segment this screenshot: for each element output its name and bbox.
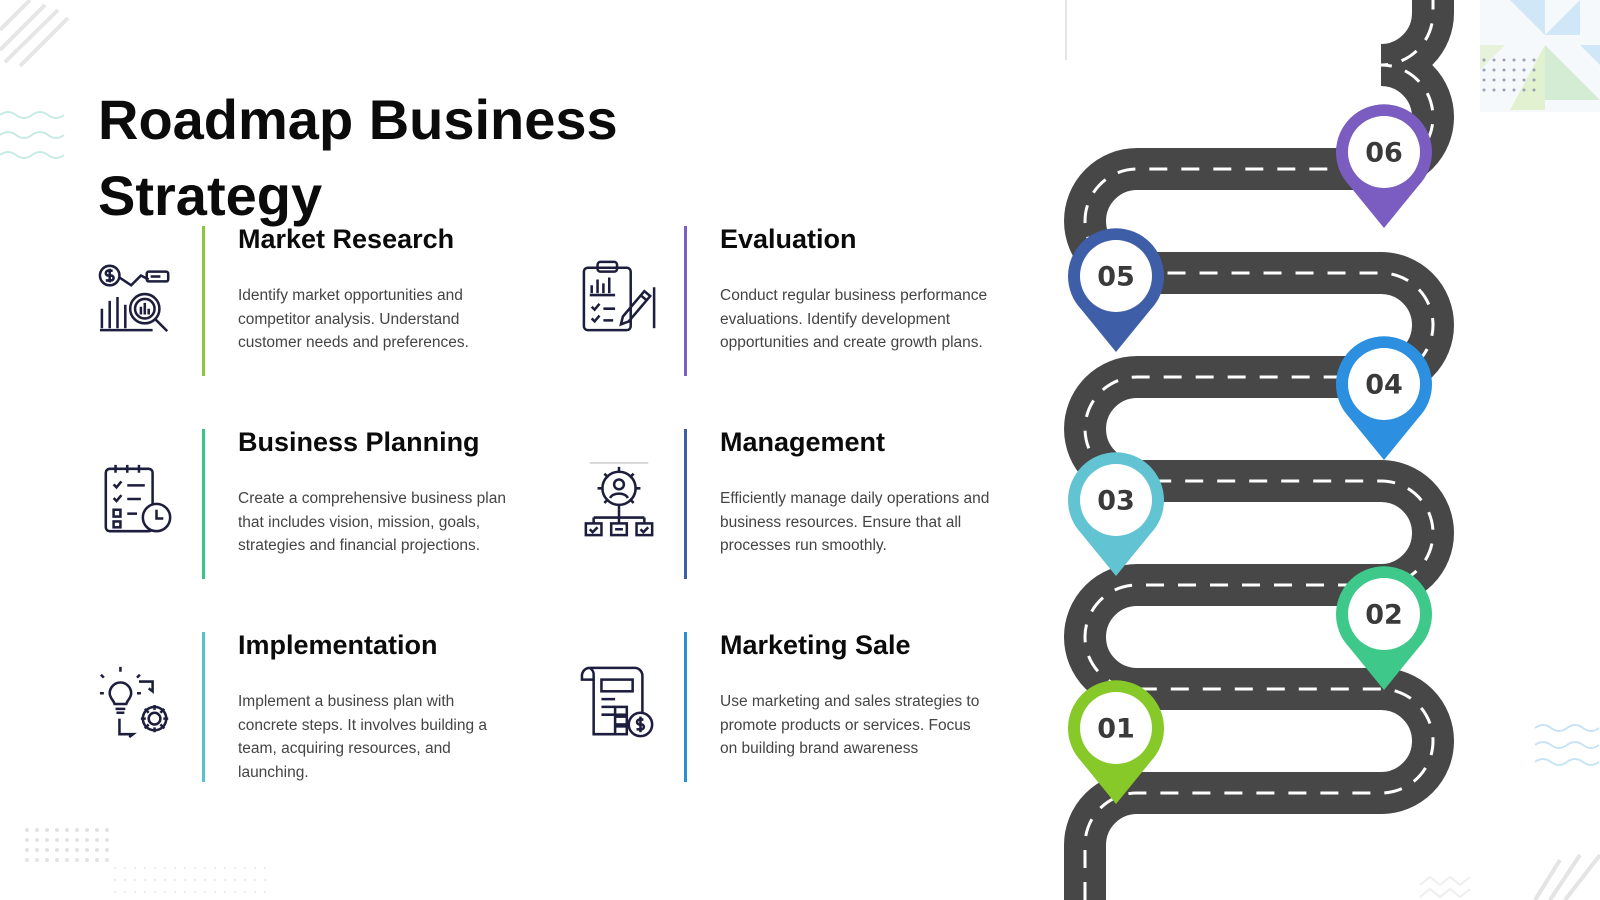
title-line-2: Strategy [98,164,323,227]
pin-inner-circle [1080,464,1152,536]
pin-inner-circle [1348,578,1420,650]
card-description: Implement a business plan with concrete … [238,693,487,781]
card-heading: Evaluation [720,224,857,254]
pin-number-label: 05 [1097,262,1135,293]
card-market-research: Market Research Identify market opportun… [98,224,538,376]
milestone-pin-05: 05 [1068,228,1164,352]
card-heading: Business Planning [238,427,480,457]
card-accent-bar [684,226,687,376]
card-description: Conduct regular business performance eva… [720,287,988,351]
milestone-pin-01: 01 [1068,680,1164,804]
bottom-chevron-decoration [1419,875,1471,899]
clipboard-chart-icon [582,260,656,332]
checklist-clock-icon [104,464,172,533]
pin-inner-circle [1348,116,1420,188]
small-dot-grid-decoration [113,866,267,894]
card-accent-bar [202,226,205,376]
pin-inner-circle [1348,348,1420,420]
left-wave-decoration [0,111,65,159]
pin-number-label: 02 [1365,600,1403,631]
card-business-planning: Business Planning Create a comprehensive… [98,427,538,579]
card-heading: Market Research [238,224,455,254]
card-evaluation: Evaluation Conduct regular business perf… [580,224,1020,376]
milestone-pin-06: 06 [1336,104,1433,228]
pin-number-label: 06 [1365,138,1403,169]
card-accent-bar [684,429,687,579]
bottom-right-strokes-decoration [1533,853,1600,900]
geometric-decoration [1480,0,1600,112]
card-implementation: Implementation Implement a business plan… [98,630,538,782]
pin-number-label: 03 [1097,486,1135,517]
page-title: Roadmap Business Strategy [98,82,658,234]
title-line-1: Roadmap Business [98,88,618,151]
market-research-icon [98,264,170,333]
pin-inner-circle [1080,240,1152,312]
milestone-pin-03: 03 [1068,452,1164,576]
card-description: Create a comprehensive business plan tha… [238,490,506,554]
document-dollar-icon [580,666,654,738]
card-management: Management Efficiently manage daily oper… [580,427,1020,579]
corner-strokes-decoration [0,0,70,68]
pin-inner-circle [1080,692,1152,764]
pin-number-label: 01 [1097,714,1135,745]
idea-gear-icon [99,666,169,739]
management-gear-icon [584,462,654,537]
dot-cluster-decoration [1482,58,1536,92]
card-heading: Management [720,427,886,457]
card-accent-bar [684,632,687,782]
card-description: Efficiently manage daily operations and … [720,490,990,554]
milestone-pin-02: 02 [1336,566,1433,690]
card-accent-bar [202,429,205,579]
card-heading: Marketing Sale [720,630,911,660]
card-heading: Implementation [238,630,438,660]
right-wave-decoration [1534,724,1600,766]
road-center-dashes [1083,0,1435,900]
milestone-pin-04: 04 [1336,336,1433,460]
dot-grid-decoration [25,828,109,862]
pin-number-label: 04 [1365,370,1403,401]
card-description: Use marketing and sales strategies to pr… [720,693,980,757]
card-description: Identify market opportunities and compet… [238,287,469,351]
card-marketing-sale: Marketing Sale Use marketing and sales s… [580,630,1020,782]
card-accent-bar [202,632,205,782]
